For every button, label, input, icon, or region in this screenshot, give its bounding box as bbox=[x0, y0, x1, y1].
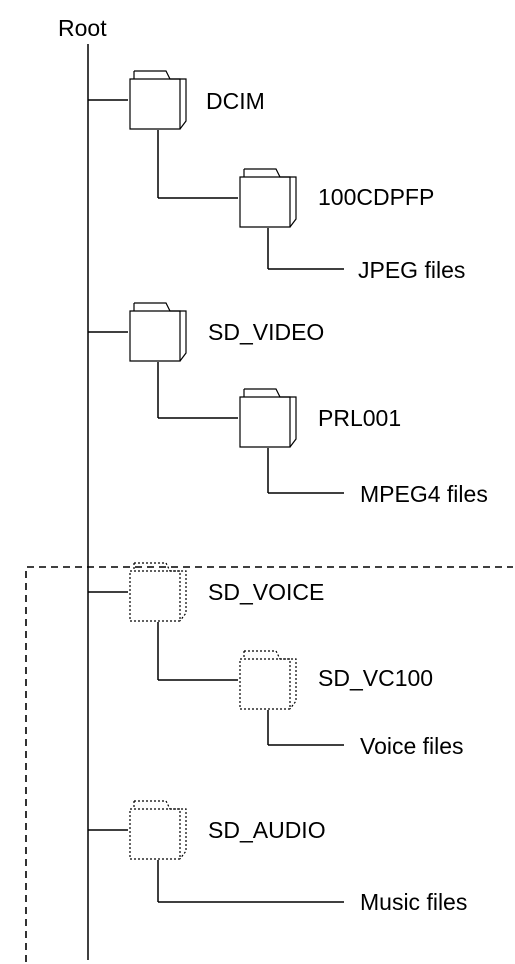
folder-label-sd-audio: SD_AUDIO bbox=[208, 817, 326, 843]
dashed-folder-icon bbox=[129, 562, 187, 622]
dashed-folder-icon bbox=[129, 800, 187, 860]
folder-label-sd-vc100: SD_VC100 bbox=[318, 665, 433, 691]
file-label-jpeg: JPEG files bbox=[358, 257, 465, 283]
folder-label-100cdpfp: 100CDPFP bbox=[318, 184, 434, 210]
dashed-folder-icon bbox=[239, 650, 297, 710]
file-label-voice: Voice files bbox=[360, 733, 464, 759]
file-label-music: Music files bbox=[360, 889, 467, 915]
folder-label-prl001: PRL001 bbox=[318, 405, 401, 431]
folder-label-dcim: DCIM bbox=[206, 88, 265, 114]
folder-icon bbox=[239, 168, 297, 228]
folder-icon bbox=[239, 388, 297, 448]
folder-icon bbox=[129, 302, 187, 362]
folder-label-sd-voice: SD_VOICE bbox=[208, 579, 324, 605]
root-label: Root bbox=[58, 15, 107, 41]
file-label-mpeg4: MPEG4 files bbox=[360, 481, 488, 507]
folder-label-sd-video: SD_VIDEO bbox=[208, 319, 324, 345]
folder-icon bbox=[129, 70, 187, 130]
